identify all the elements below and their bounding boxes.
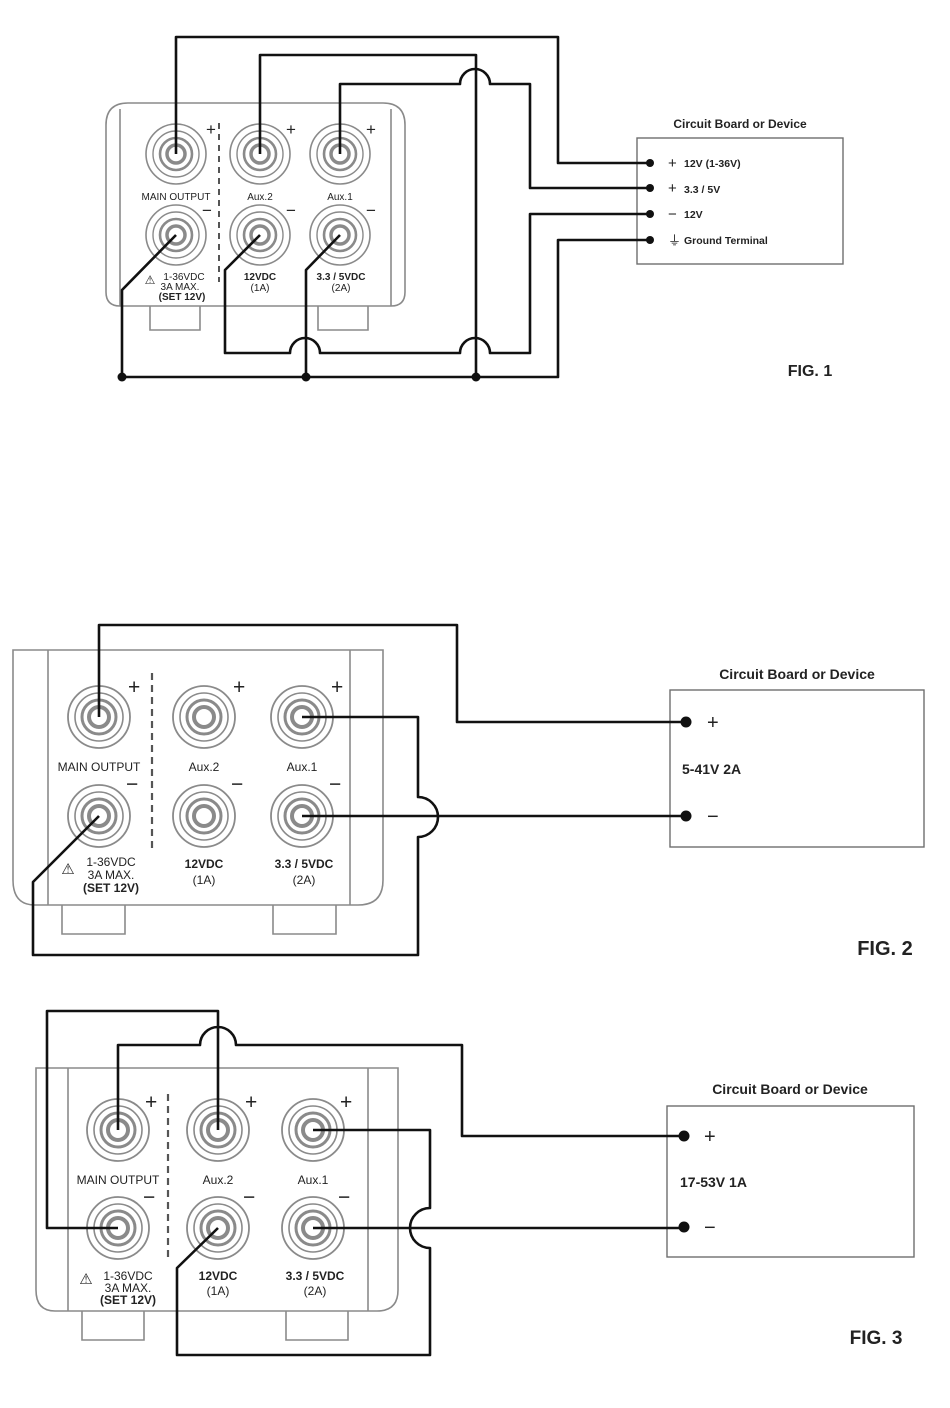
fig3-aux2-minus: − [243,1186,255,1209]
fig2-aux2-plus: + [233,676,245,699]
fig3-label: FIG. 3 [850,1328,903,1349]
fig1-term4-label: Ground Terminal [684,235,768,247]
fig1-aux2-minus: − [286,201,296,220]
fig2-aux2-positive-post[interactable] [171,684,237,750]
fig3-aux2-spec-1: 12VDC [199,1269,238,1283]
fig3-spec: 17-53V 1A [680,1174,747,1190]
fig3-main-spec-1: 1-36VDC [103,1269,153,1283]
fig3-aux2-label: Aux.2 [203,1173,234,1187]
fig1-term2-sign: + [668,180,677,197]
fig2-label: FIG. 2 [857,938,913,960]
fig3-plus-terminal: + [704,1126,716,1148]
fig2-main-spec-3: (SET 12V) [83,881,139,895]
fig3-aux1-plus: + [340,1091,352,1114]
fig2-minus-terminal: − [707,806,719,828]
fig2-device: Circuit Board or Device + − 5-41V 2A [669,666,925,848]
fig1-main-minus: − [202,201,212,220]
fig1-main-plus: + [206,120,216,139]
fig2-aux1-plus: + [331,676,343,699]
fig2-aux2-spec-2: (1A) [193,873,216,887]
fig1-label: FIG. 1 [788,363,833,380]
fig3-aux1-minus: − [338,1186,350,1209]
fig3-aux1-spec-1: 3.3 / 5VDC [286,1269,345,1283]
fig3-main-plus: + [145,1091,157,1114]
fig1-device: Circuit Board or Device + + − ⏚ 12V (1-3… [636,117,844,265]
fig2-wires [31,623,686,957]
fig1-main-output-label: MAIN OUTPUT [142,192,211,203]
fig3-main-output-label: MAIN OUTPUT [77,1173,160,1187]
fig1-aux2-label: Aux.2 [247,192,273,203]
fig1-aux1-plus: + [366,120,376,139]
fig2-aux2-label: Aux.2 [189,760,220,774]
fig3-device: Circuit Board or Device + − 17-53V 1A [666,1081,915,1258]
fig2-plus-terminal: + [707,712,719,734]
fig3-aux2-plus: + [245,1091,257,1114]
fig1-term3-label: 12V [684,209,703,221]
fig2-group: + + + − − − MAIN OUTPUT Aux.2 Aux.1 ⚠ 1-… [12,623,925,960]
fig3-power-supply: + + + − − − MAIN OUTPUT Aux.2 Aux.1 ⚠ 1-… [35,1067,399,1341]
fig3-aux1-spec-2: (2A) [304,1284,327,1298]
fig2-aux2-spec-1: 12VDC [185,857,224,871]
fig1-term2-label: 3.3 / 5V [684,184,720,196]
fig2-aux1-spec-2: (2A) [293,873,316,887]
fig2-main-plus: + [128,676,140,699]
fig3-main-minus: − [143,1186,155,1209]
fig1-warning-icon: ⚠ [145,273,156,287]
fig3-aux1-label: Aux.1 [298,1173,329,1187]
fig1-aux1-label: Aux.1 [327,192,353,203]
fig2-aux2-negative-post[interactable] [171,783,237,849]
fig2-aux2-minus: − [231,773,243,796]
fig3-main-spec-3: (SET 12V) [100,1293,156,1307]
fig3-device-title: Circuit Board or Device [712,1081,868,1097]
fig1-main-spec-2: 3A MAX. [161,282,200,293]
fig1-aux1-spec-2: (2A) [332,283,351,294]
fig3-wires [45,1009,684,1357]
fig2-main-minus: − [126,773,138,796]
fig2-main-output-label: MAIN OUTPUT [58,760,141,774]
fig1-main-spec-1: 1-36VDC [163,272,204,283]
fig2-warning-icon: ⚠ [61,861,74,878]
fig2-aux1-spec-1: 3.3 / 5VDC [275,857,334,871]
fig1-term1-sign: + [668,155,677,172]
fig3-aux2-spec-2: (1A) [207,1284,230,1298]
fig1-aux2-spec-1: 12VDC [244,272,276,283]
fig1-device-title: Circuit Board or Device [673,117,807,131]
fig1-ground-icon: ⏚ [668,233,681,248]
fig1-aux1-spec-1: 3.3 / 5VDC [317,272,366,283]
fig3-minus-terminal: − [704,1217,716,1239]
fig2-aux1-minus: − [329,773,341,796]
fig1-aux1-minus: − [366,201,376,220]
fig2-main-spec-1: 1-36VDC [86,855,136,869]
fig3-main-spec-2: 3A MAX. [105,1281,152,1295]
fig1-aux2-spec-2: (1A) [251,283,270,294]
fig3-warning-icon: ⚠ [79,1271,92,1288]
fig2-device-title: Circuit Board or Device [719,666,875,682]
fig2-aux1-label: Aux.1 [287,760,318,774]
fig1-aux2-plus: + [286,120,296,139]
fig2-spec: 5-41V 2A [682,761,741,777]
fig1-power-supply: + + + − − − MAIN OUTPUT Aux.2 Aux.1 ⚠ 1-… [105,102,406,331]
fig1-term1-label: 12V (1-36V) [684,158,741,170]
fig2-power-supply: + + + − − − MAIN OUTPUT Aux.2 Aux.1 ⚠ 1-… [12,649,384,935]
fig1-group: + + + − − − MAIN OUTPUT Aux.2 Aux.1 ⚠ 1-… [105,35,844,382]
fig1-term3-sign: − [668,206,677,223]
fig1-wires [117,35,650,382]
fig3-group: + + + − − − MAIN OUTPUT Aux.2 Aux.1 ⚠ 1-… [35,1009,915,1357]
fig1-main-spec-3: (SET 12V) [159,292,206,303]
fig2-main-spec-2: 3A MAX. [88,868,135,882]
